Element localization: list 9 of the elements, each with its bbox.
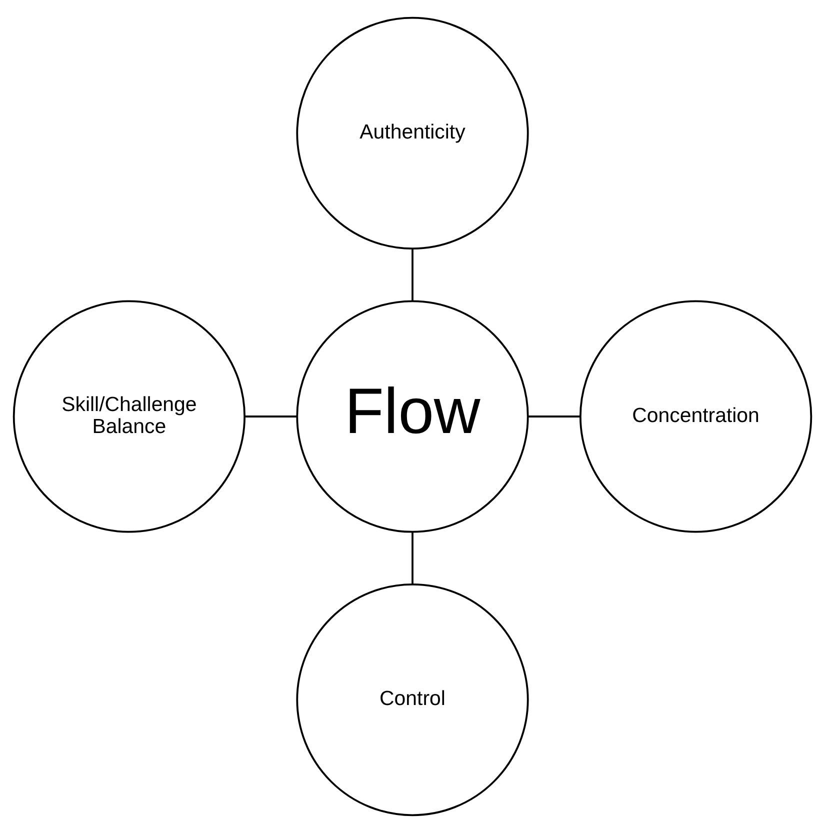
node-circle: Skill/Challenge Balance [12,300,246,533]
node-circle: Authenticity [296,16,529,250]
connector [244,416,297,418]
connector [528,416,580,418]
connector [412,248,414,302]
node-circle: Control [296,583,529,816]
connector [412,532,414,584]
node-circle: Concentration [579,300,812,533]
node-circle: Flow [296,300,529,533]
